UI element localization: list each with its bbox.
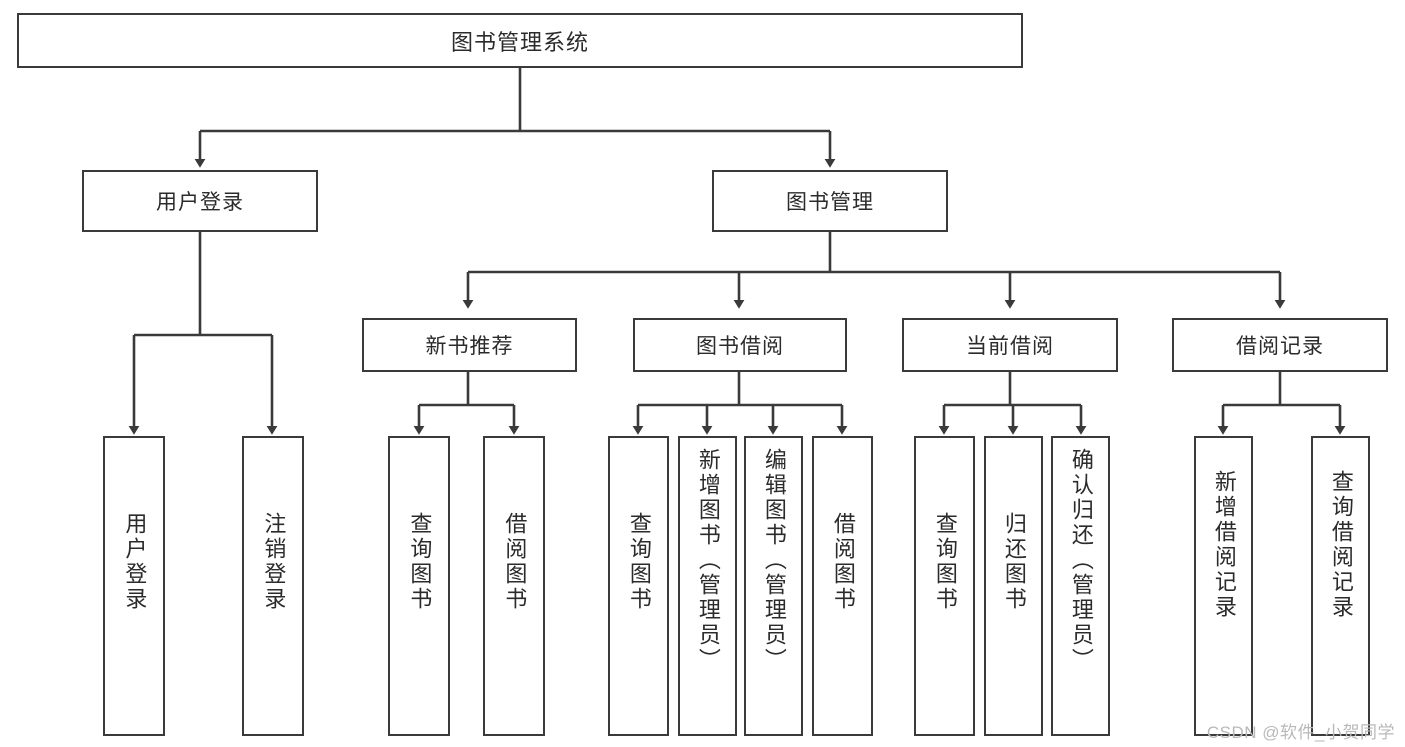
watermark: CSDN @软件_小贺同学 — [1206, 723, 1395, 742]
node-borrow-record-label: 借阅记录 — [1236, 335, 1324, 358]
node-current-borrow[interactable]: 当前借阅 — [902, 318, 1118, 372]
node-book-borrow[interactable]: 图书借阅 — [633, 318, 847, 372]
leaf-label: 注销登录 — [261, 512, 287, 612]
leaf-label: 编辑图书（管理员） — [761, 448, 787, 673]
leaf-user-login-signout[interactable]: 注销登录 — [242, 436, 304, 736]
leaf-label: 归还图书 — [1001, 512, 1027, 612]
node-current-borrow-label: 当前借阅 — [966, 335, 1054, 358]
leaf-label: 查询图书 — [626, 512, 652, 612]
leaf-label: 借阅图书 — [502, 512, 528, 612]
leaf-label: 确认归还（管理员） — [1068, 448, 1094, 673]
leaf-book-borrow-edit[interactable]: 编辑图书（管理员） — [744, 436, 803, 736]
leaf-book-borrow-lend[interactable]: 借阅图书 — [812, 436, 873, 736]
leaf-label: 借阅图书 — [830, 512, 856, 612]
leaf-current-borrow-query[interactable]: 查询图书 — [914, 436, 975, 736]
node-book-management[interactable]: 图书管理 — [712, 170, 948, 232]
node-root[interactable]: 图书管理系统 — [17, 13, 1023, 68]
leaf-new-book-query[interactable]: 查询图书 — [388, 436, 450, 736]
node-new-book-recommend[interactable]: 新书推荐 — [362, 318, 577, 372]
node-user-login-label: 用户登录 — [156, 191, 244, 214]
leaf-label: 查询图书 — [407, 512, 433, 612]
node-book-management-label: 图书管理 — [786, 191, 874, 214]
leaf-current-borrow-return[interactable]: 归还图书 — [984, 436, 1043, 736]
leaf-new-book-borrow[interactable]: 借阅图书 — [483, 436, 545, 736]
leaf-label: 新增借阅记录 — [1211, 470, 1237, 620]
node-book-borrow-label: 图书借阅 — [696, 335, 784, 358]
leaf-user-login-signin[interactable]: 用户登录 — [103, 436, 165, 736]
leaf-current-borrow-confirm[interactable]: 确认归还（管理员） — [1051, 436, 1110, 736]
node-root-label: 图书管理系统 — [450, 29, 589, 55]
leaf-label: 新增图书（管理员） — [695, 448, 721, 673]
leaf-label: 查询图书 — [932, 512, 958, 612]
node-borrow-record[interactable]: 借阅记录 — [1172, 318, 1388, 372]
leaf-label: 查询借阅记录 — [1328, 470, 1354, 620]
node-new-book-recommend-label: 新书推荐 — [425, 335, 514, 358]
leaf-borrow-record-query[interactable]: 查询借阅记录 — [1311, 436, 1370, 736]
leaf-book-borrow-add[interactable]: 新增图书（管理员） — [678, 436, 737, 736]
node-user-login[interactable]: 用户登录 — [82, 170, 318, 232]
leaf-borrow-record-add[interactable]: 新增借阅记录 — [1194, 436, 1253, 736]
leaf-book-borrow-query[interactable]: 查询图书 — [608, 436, 669, 736]
leaf-label: 用户登录 — [122, 512, 148, 612]
